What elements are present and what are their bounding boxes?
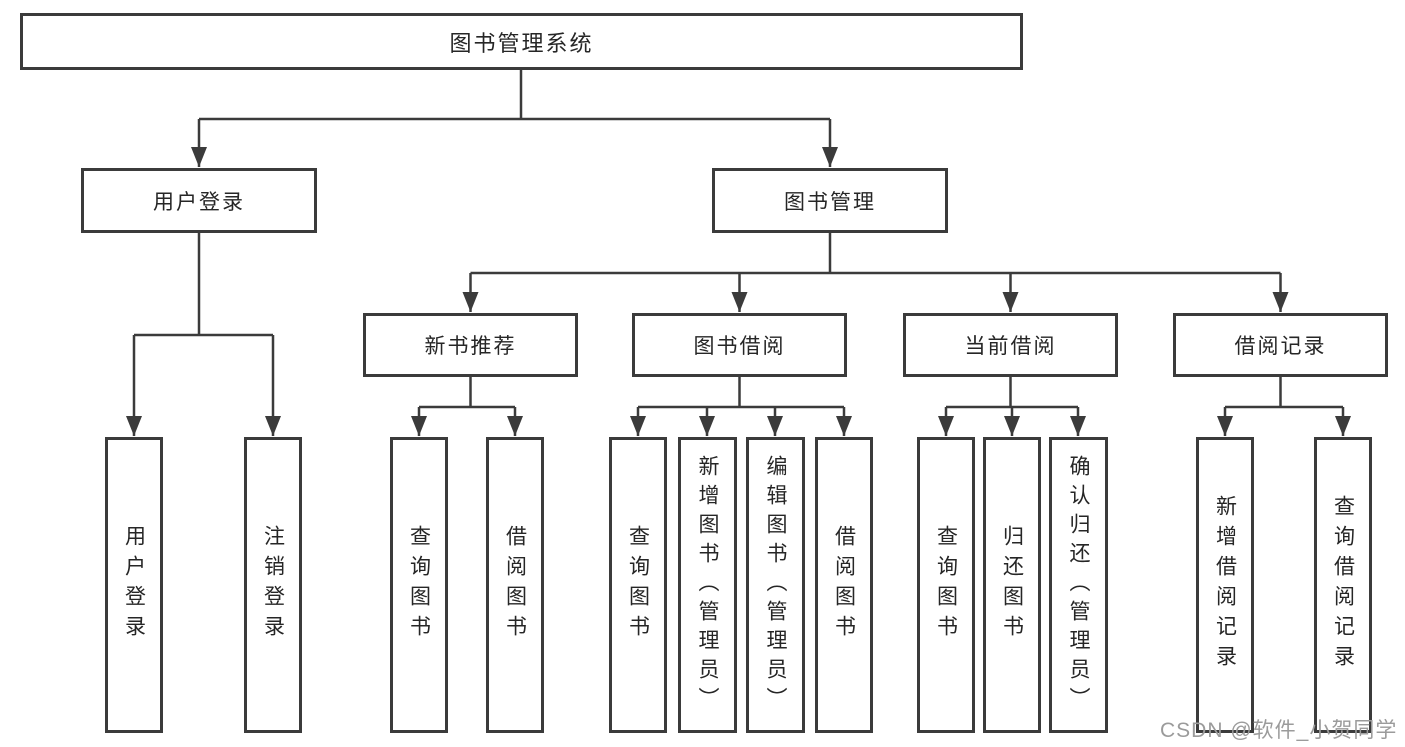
leaf-return-book-label: 归还图书	[1000, 525, 1024, 645]
leaf-add-book-admin: 新增图书（管理员）	[678, 437, 737, 733]
connector-currentborrow-to-leaves	[946, 377, 1078, 409]
leaf-add-borrow-record-label: 新增借阅记录	[1213, 495, 1237, 675]
leaf-edit-book-admin: 编辑图书（管理员）	[746, 437, 805, 733]
leaf-query-book-recommend-label: 查询图书	[407, 525, 431, 645]
leaf-query-borrow-record: 查询借阅记录	[1314, 437, 1372, 733]
leaf-query-borrow-record-label: 查询借阅记录	[1331, 495, 1355, 675]
node-book-borrow: 图书借阅	[632, 313, 847, 377]
connector-newbook-to-leaves	[419, 377, 515, 409]
leaf-edit-book-admin-label: 编辑图书（管理员）	[764, 454, 787, 716]
leaf-query-book-recommend: 查询图书	[390, 437, 448, 733]
leaf-borrow-book: 借阅图书	[815, 437, 873, 733]
leaf-logout: 注销登录	[244, 437, 302, 733]
node-new-book-recommend: 新书推荐	[363, 313, 578, 377]
node-book-management: 图书管理	[712, 168, 948, 233]
leaf-borrow-book-label: 借阅图书	[832, 525, 856, 645]
connector-bookmgmt-to-level3	[470, 233, 1281, 275]
leaf-logout-label: 注销登录	[261, 525, 285, 645]
leaf-query-book-current: 查询图书	[917, 437, 975, 733]
leaf-add-borrow-record: 新增借阅记录	[1196, 437, 1254, 733]
connector-root-to-level2	[199, 70, 830, 121]
leaf-user-login-label: 用户登录	[122, 525, 146, 645]
connector-borrowrecord-to-leaves	[1225, 377, 1343, 409]
leaf-query-book-borrow-label: 查询图书	[626, 525, 650, 645]
leaf-confirm-return-admin-label: 确认归还（管理员）	[1067, 454, 1090, 716]
leaf-user-login: 用户登录	[105, 437, 163, 733]
node-root: 图书管理系统	[20, 13, 1023, 70]
watermark-text: CSDN @软件_小贺同学	[1160, 719, 1398, 742]
node-borrow-record: 借阅记录	[1173, 313, 1388, 377]
leaf-borrow-book-recommend-label: 借阅图书	[503, 525, 527, 645]
node-current-borrow: 当前借阅	[903, 313, 1118, 377]
leaf-query-book-current-label: 查询图书	[934, 525, 958, 645]
leaf-return-book: 归还图书	[983, 437, 1041, 733]
leaf-add-book-admin-label: 新增图书（管理员）	[696, 454, 719, 716]
node-user-login: 用户登录	[81, 168, 317, 233]
leaf-query-book-borrow: 查询图书	[609, 437, 667, 733]
connector-bookborrow-to-leaves	[638, 377, 844, 409]
connector-userlogin-to-leaves	[134, 233, 273, 337]
leaf-borrow-book-recommend: 借阅图书	[486, 437, 544, 733]
leaf-confirm-return-admin: 确认归还（管理员）	[1049, 437, 1108, 733]
